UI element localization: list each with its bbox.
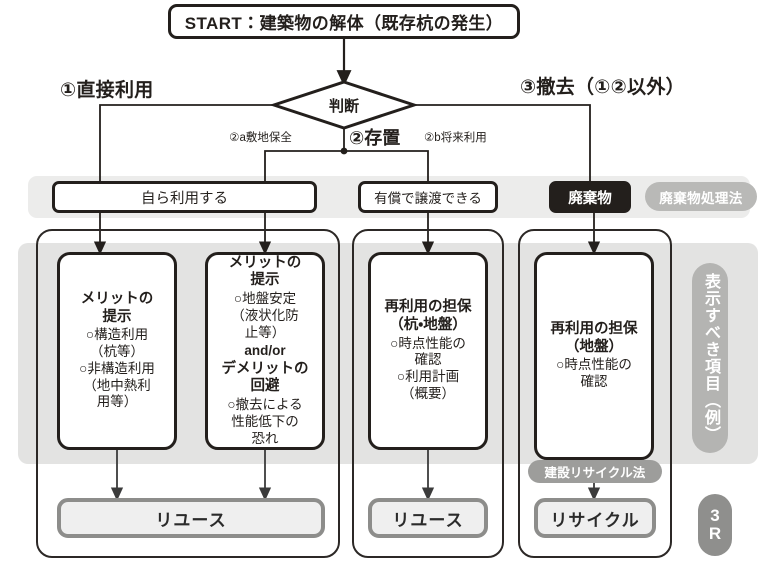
detail-box-merit-ground: メリットの 提示 ○地盤安定 （液状化防 止等） and/or デメリットの 回…: [205, 252, 325, 450]
branch-label-direct-use: ①直接利用: [60, 79, 154, 101]
start-label: START：建築物の解体（既存杭の発生）: [184, 14, 504, 33]
detail-box-reuse-pile-ground: 再利用の担保 （杭・地盤） ○時点性能の 確認 ○利用計画 （概要）: [368, 252, 488, 450]
construction-recycle-law-pill: 建設リサイクル法: [528, 460, 662, 483]
result-label: リユース: [392, 510, 464, 530]
result-label: リユース: [155, 510, 227, 530]
three-r-bottom: R: [708, 524, 722, 543]
detail-box-merit-structural: メリットの 提示 ○構造利用 （杭等） ○非構造利用 （地中熱利 用等）: [57, 252, 177, 450]
column-frame-waste: [518, 229, 672, 558]
items-to-show-label: 表示すべき項目（例）: [702, 273, 719, 443]
detail-body: ○構造利用 （杭等） ○非構造利用 （地中熱利 用等）: [79, 327, 155, 410]
detail-title: メリットの 提示: [228, 254, 302, 289]
result-box-reuse-mid: リユース: [368, 498, 488, 538]
decision-diamond: 判断: [274, 82, 414, 128]
waste-law-label: 廃棄物処理法: [659, 190, 743, 206]
detail-title: 再利用の担保 （杭・地盤）: [384, 299, 472, 334]
items-to-show-pill: 表示すべき項目（例）: [692, 263, 728, 453]
decision-label: 判断: [328, 97, 359, 115]
detail-box-reuse-ground: 再利用の担保 （地盤） ○時点性能の 確認: [534, 252, 654, 460]
status-box-self-use-label: 自ら利用する: [141, 190, 228, 207]
branch-label-future-use: ②b将来利用: [424, 132, 487, 144]
detail-andor: and/or: [244, 343, 286, 359]
detail-body: ○地盤安定 （液状化防 止等）: [231, 291, 299, 340]
column-frame-paid-transfer: [352, 229, 504, 558]
detail-title: メリットの 提示: [80, 290, 154, 325]
waste-law-pill: 廃棄物処理法: [645, 182, 757, 211]
start-box: START：建築物の解体（既存杭の発生）: [168, 4, 520, 39]
detail-body-secondary: ○撤去による 性能低下の 恐れ: [227, 397, 303, 446]
result-box-recycle: リサイクル: [534, 498, 656, 538]
branch-label-removal: ③撤去（①②以外）: [520, 76, 685, 98]
detail-title-secondary: デメリットの 回避: [221, 360, 309, 395]
result-box-reuse-left: リユース: [57, 498, 325, 538]
detail-body: ○時点性能の 確認: [556, 357, 632, 390]
detail-title: 再利用の担保 （地盤）: [550, 321, 638, 355]
status-box-waste-label: 廃棄物: [568, 190, 612, 207]
three-r-top: 3: [710, 506, 720, 526]
status-box-waste: 廃棄物: [549, 181, 631, 213]
column-frame-self-use: [36, 229, 340, 558]
branch-label-storage: ②存置: [349, 128, 401, 148]
detail-body: ○時点性能の 確認 ○利用計画 （概要）: [390, 335, 466, 401]
status-box-paid-transfer: 有償で譲渡できる: [358, 181, 498, 213]
construction-recycle-law-label: 建設リサイクル法: [544, 466, 646, 480]
status-box-self-use: 自ら利用する: [52, 181, 317, 213]
branch-label-site-conservation: ②a敷地保全: [229, 132, 292, 144]
status-box-paid-transfer-label: 有償で譲渡できる: [374, 191, 482, 206]
three-r-pill: 3 R: [698, 494, 732, 556]
result-label: リサイクル: [550, 510, 640, 530]
